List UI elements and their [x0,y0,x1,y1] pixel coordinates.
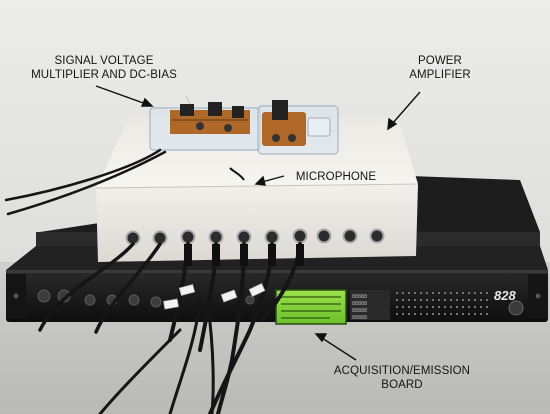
cable-labels [163,283,266,310]
brand-logo: 828 [494,288,516,303]
enclosure-front-jacks [125,228,385,246]
microphone [229,167,245,181]
lcd-display [275,289,347,325]
display-line-3: 88888 [352,308,367,314]
volume-knob [508,300,524,316]
power-amplifier-pcb [257,100,339,155]
label-acquisition-board: ACQUISITION/EMISSION BOARD [333,365,471,391]
display-line-4: 88888 [352,315,367,321]
cable-plugs [184,244,304,266]
cables [4,148,302,414]
display-line-1: 88888 [352,294,367,300]
label-microphone: MICROPHONE [295,171,377,183]
signal-voltage-pcb [149,95,261,151]
annotation-arrows [95,85,421,361]
label-signal-voltage: SIGNAL VOLTAGE MULTIPLIER AND DC-BIAS [31,55,177,81]
label-power-amplifier: POWER AMPLIFIER [409,55,471,81]
display-line-2: 88888 [352,301,367,307]
